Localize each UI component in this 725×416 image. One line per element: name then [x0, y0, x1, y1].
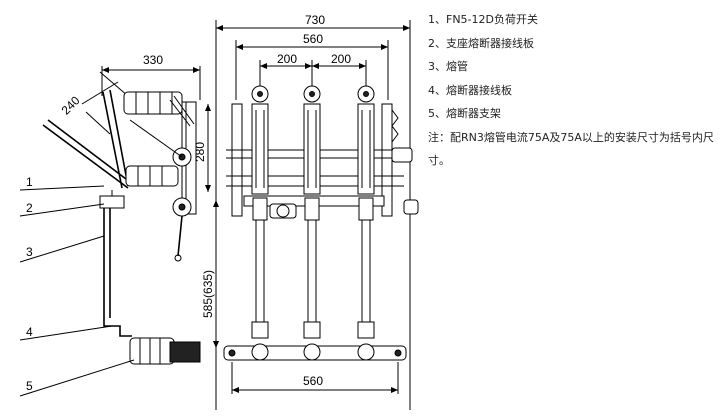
dim-200-right-label: 200: [331, 52, 351, 66]
legend-note: 注：配RN3熔管电流75A及75A以上的安装尺寸为括号内尺寸。: [428, 130, 714, 167]
dim-330-label: 330: [143, 53, 163, 67]
dim-200-left-label: 200: [277, 52, 297, 66]
dim-240-label: 240: [59, 93, 83, 117]
callout-2: 2: [26, 201, 33, 215]
legend-item-2: 2、支座熔断器接线板: [428, 36, 534, 50]
dim-730-label: 730: [305, 13, 325, 27]
callout-3: 3: [26, 245, 33, 259]
legend-item-4: 4、熔断器接线板: [428, 83, 512, 97]
dim-560-bottom-label: 560: [303, 374, 323, 388]
phase-left: [251, 85, 269, 339]
callouts: 1 2 3 4 5: [19, 175, 135, 397]
legend-item-1: 1、FN5-12D负荷开关: [428, 13, 538, 26]
legend-item-3: 3、熔管: [428, 60, 468, 73]
dim-560-top-label: 560: [303, 32, 323, 46]
legend-item-5: 5、熔断器支架: [428, 107, 501, 120]
front-view: 730 560 200 200 280 585(635): [193, 13, 419, 410]
dim-585-label: 585(635): [201, 270, 215, 318]
dim-280-label: 280: [193, 142, 207, 162]
callout-4: 4: [26, 325, 33, 339]
phase-middle: [303, 85, 321, 339]
phase-right: [357, 85, 375, 339]
side-view: 330 240: [42, 53, 201, 365]
parts-legend: 1、FN5-12D负荷开关 2、支座熔断器接线板 3、熔管 4、熔断器接线板 5…: [428, 8, 720, 172]
callout-1: 1: [26, 175, 33, 189]
callout-5: 5: [26, 379, 33, 393]
